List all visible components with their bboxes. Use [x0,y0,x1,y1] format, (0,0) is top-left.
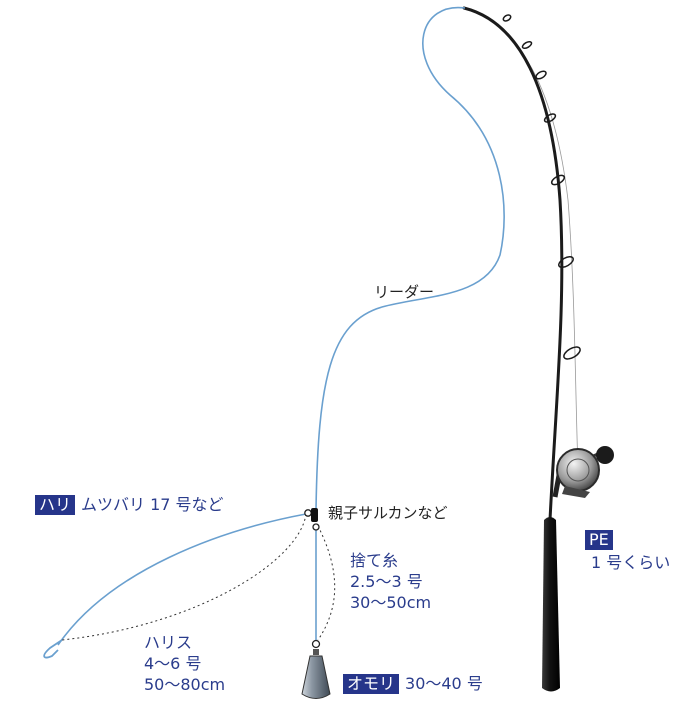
harris-line [57,513,307,646]
harris-title: ハリス [144,633,193,652]
harris-length: 50〜80cm [144,675,226,694]
dropper-length: 30〜50cm [350,593,432,612]
swivel [304,508,320,531]
rod-grip [542,517,560,692]
harris-alt-line [61,513,307,641]
main-line-text: 1 号くらい [591,553,671,572]
leader-label: リーダー [374,283,435,301]
rod [462,6,564,522]
hook-text: ムツバリ 17 号など [81,495,224,514]
hook [43,639,63,659]
reel [552,446,614,498]
hook-label: ハリムツバリ 17 号など [35,495,224,515]
main-line-badge-wrap: PE [585,530,613,550]
sinker-label: オモリ 30〜40 号 [343,674,483,694]
sinker-text: 30〜40 号 [405,674,483,693]
hook-badge: ハリ [35,495,76,515]
leader-line [315,6,505,511]
sinker-badge: オモリ [343,674,400,694]
sinker [301,639,331,699]
main-line-badge: PE [585,530,613,550]
dropper-alt-line [317,525,336,641]
swivel-label: 親子サルカンなど [328,504,448,522]
dropper-size: 2.5〜3 号 [350,572,423,591]
dropper-title: 捨て糸 [350,551,399,570]
harris-size: 4〜6 号 [144,654,202,673]
rod-guides [502,14,581,360]
